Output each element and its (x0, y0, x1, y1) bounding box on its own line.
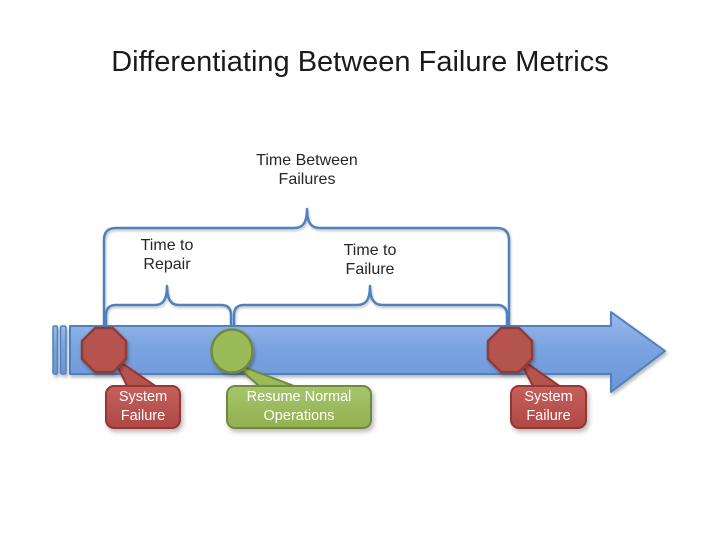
time-between-failures-label: Time Between Failures (256, 152, 358, 188)
timeline-arrow (69, 311, 666, 393)
system-failure-callout: System Failure (105, 385, 181, 429)
callout-label: Resume Normal Operations (246, 389, 352, 424)
time-to-failure-brace (232, 284, 509, 335)
time-to-repair-brace (104, 284, 233, 335)
system-failure-callout: System Failure (510, 385, 587, 429)
system-failure-marker (80, 326, 128, 374)
arrow-tail-bar (59, 325, 67, 375)
page-title: Differentiating Between Failure Metrics (111, 46, 609, 78)
callout-label: System Failure (118, 389, 168, 424)
arrow-tail-bar (52, 325, 59, 375)
time-to-repair-label: Time to Repair (140, 237, 194, 273)
callout-label: System Failure (524, 389, 573, 424)
time-to-failure-label: Time to Failure (343, 242, 397, 278)
resume-normal-operations-marker (210, 328, 254, 374)
time-between-failures-brace (102, 207, 511, 332)
system-failure-marker (486, 326, 534, 374)
resume-normal-operations-callout: Resume Normal Operations (226, 385, 372, 429)
